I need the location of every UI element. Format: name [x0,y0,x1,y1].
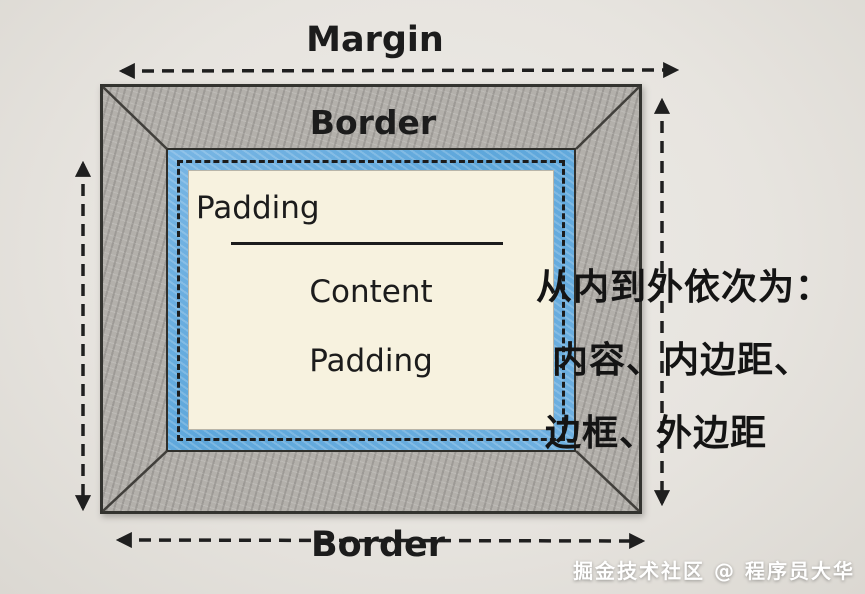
content-label: Content [309,274,433,310]
padding-dashed-outline [177,160,565,441]
border-bottom-label: Border [310,525,446,565]
annotation-line-3: 边框、外边距 [545,413,768,454]
content-box [188,170,554,430]
margin-arrow-top-icon [118,61,680,80]
margin-label: Margin [306,20,444,60]
annotation-line-1: 从内到外依次为： [536,267,833,308]
padding-top-label: Padding [196,190,320,226]
padding-underline [231,242,503,245]
watermark-text: 掘金技术社区 @ 程序员大华 [573,559,855,583]
border-top-label: Border [309,103,437,142]
padding-bottom-label: Padding [309,343,433,379]
annotation-line-2: 内容、内边距、 [552,340,812,381]
